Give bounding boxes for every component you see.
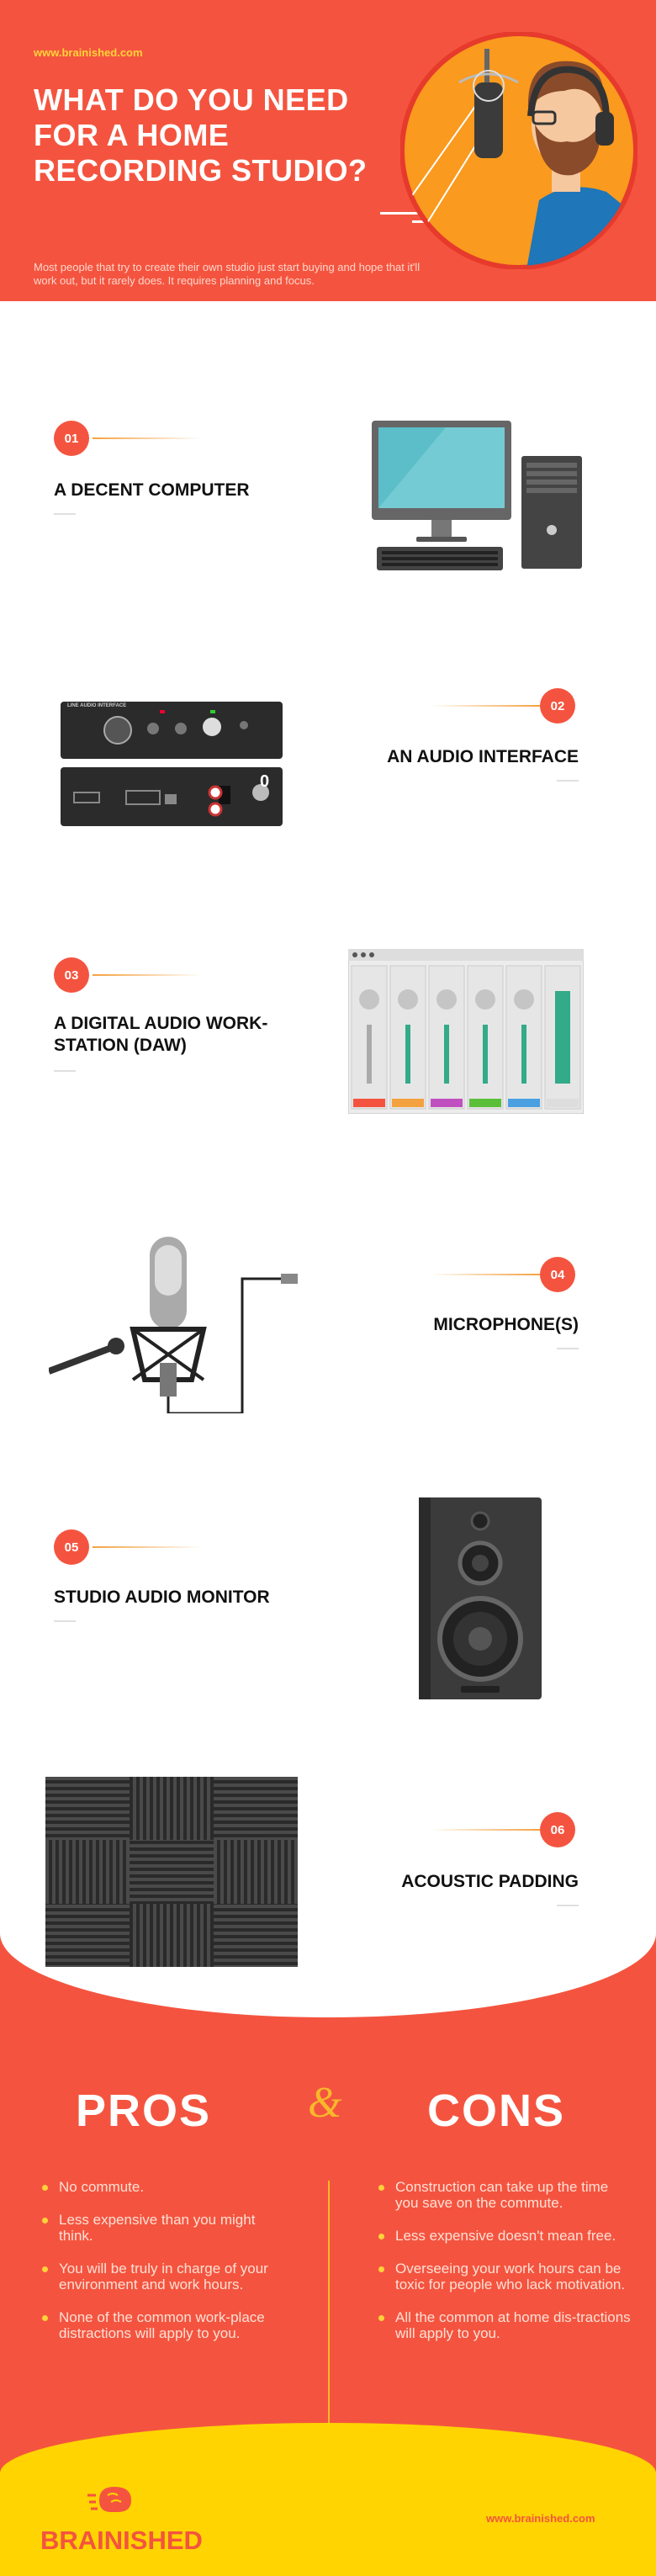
cons-list-item: All the common at home dis-tractions wil…	[378, 2309, 631, 2341]
items-card	[0, 301, 656, 2017]
microphone-icon	[47, 1228, 301, 1415]
item-number-badge: 01	[54, 421, 89, 456]
acoustic-foam-icon	[45, 1777, 298, 1967]
item-title: ACOUSTIC PADDING	[401, 1872, 579, 1891]
interface-rear-digit: 0	[260, 772, 270, 791]
interface-brand-label: LINE AUDIO INTERFACE	[67, 703, 127, 708]
title-dash	[557, 1905, 579, 1906]
pros-list-item: Less expensive than you might think.	[42, 2212, 286, 2244]
item-title: MICROPHONE(S)	[433, 1315, 579, 1334]
brain-logo-icon	[87, 2483, 143, 2520]
item-title: A DECENT COMPUTER	[54, 480, 250, 500]
item-number-badge: 03	[54, 957, 89, 993]
site-url-top[interactable]: www.brainished.com	[34, 46, 143, 59]
title-dash	[54, 1070, 76, 1072]
speaker-icon	[417, 1496, 543, 1701]
daw-mixer-icon	[347, 948, 585, 1115]
site-url-bottom[interactable]: www.brainished.com	[486, 2512, 595, 2525]
badge-line	[93, 1546, 202, 1548]
item-number-badge: 04	[540, 1257, 575, 1292]
badge-line	[431, 1274, 540, 1275]
badge-line	[93, 974, 202, 976]
computer-icon	[370, 419, 589, 579]
item-number-badge: 06	[540, 1812, 575, 1847]
pros-title: PROS	[76, 2086, 212, 2136]
pros-cons-divider	[328, 2181, 330, 2433]
pros-list-item: No commute.	[42, 2179, 286, 2195]
footer-brand: BRAINISHED	[40, 2526, 203, 2555]
badge-line	[431, 1829, 540, 1831]
cons-list-item: Less expensive doesn't mean free.	[378, 2228, 631, 2244]
badge-line	[93, 437, 202, 439]
cons-title: CONS	[427, 2086, 566, 2136]
title-dash	[54, 513, 76, 515]
item-title: AN AUDIO INTERFACE	[387, 747, 579, 766]
pros-list: No commute. Less expensive than you migh…	[42, 2179, 286, 2358]
item-number-badge: 05	[54, 1529, 89, 1565]
item-number-badge: 02	[540, 688, 575, 724]
cons-list: Construction can take up the time you sa…	[378, 2179, 631, 2358]
item-title: STUDIO AUDIO MONITOR	[54, 1587, 270, 1607]
cons-list-item: Overseeing your work hours can be toxic …	[378, 2261, 631, 2292]
title-dash	[54, 1620, 76, 1622]
title-dash	[557, 1348, 579, 1349]
ampersand: &	[308, 2079, 342, 2127]
item-title: A DIGITAL AUDIO WORK-STATION (DAW)	[54, 1014, 268, 1055]
page-title: WHAT DO YOU NEED FOR A HOME RECORDING ST…	[34, 82, 368, 188]
badge-line	[431, 705, 540, 707]
title-dash	[557, 780, 579, 782]
pros-list-item: None of the common work-place distractio…	[42, 2309, 286, 2341]
pros-list-item: You will be truly in charge of your envi…	[42, 2261, 286, 2292]
cons-list-item: Construction can take up the time you sa…	[378, 2179, 631, 2211]
audio-interface-icon	[59, 700, 284, 828]
singer-illustration	[399, 31, 638, 270]
intro-text: Most people that try to create their own…	[34, 261, 421, 287]
